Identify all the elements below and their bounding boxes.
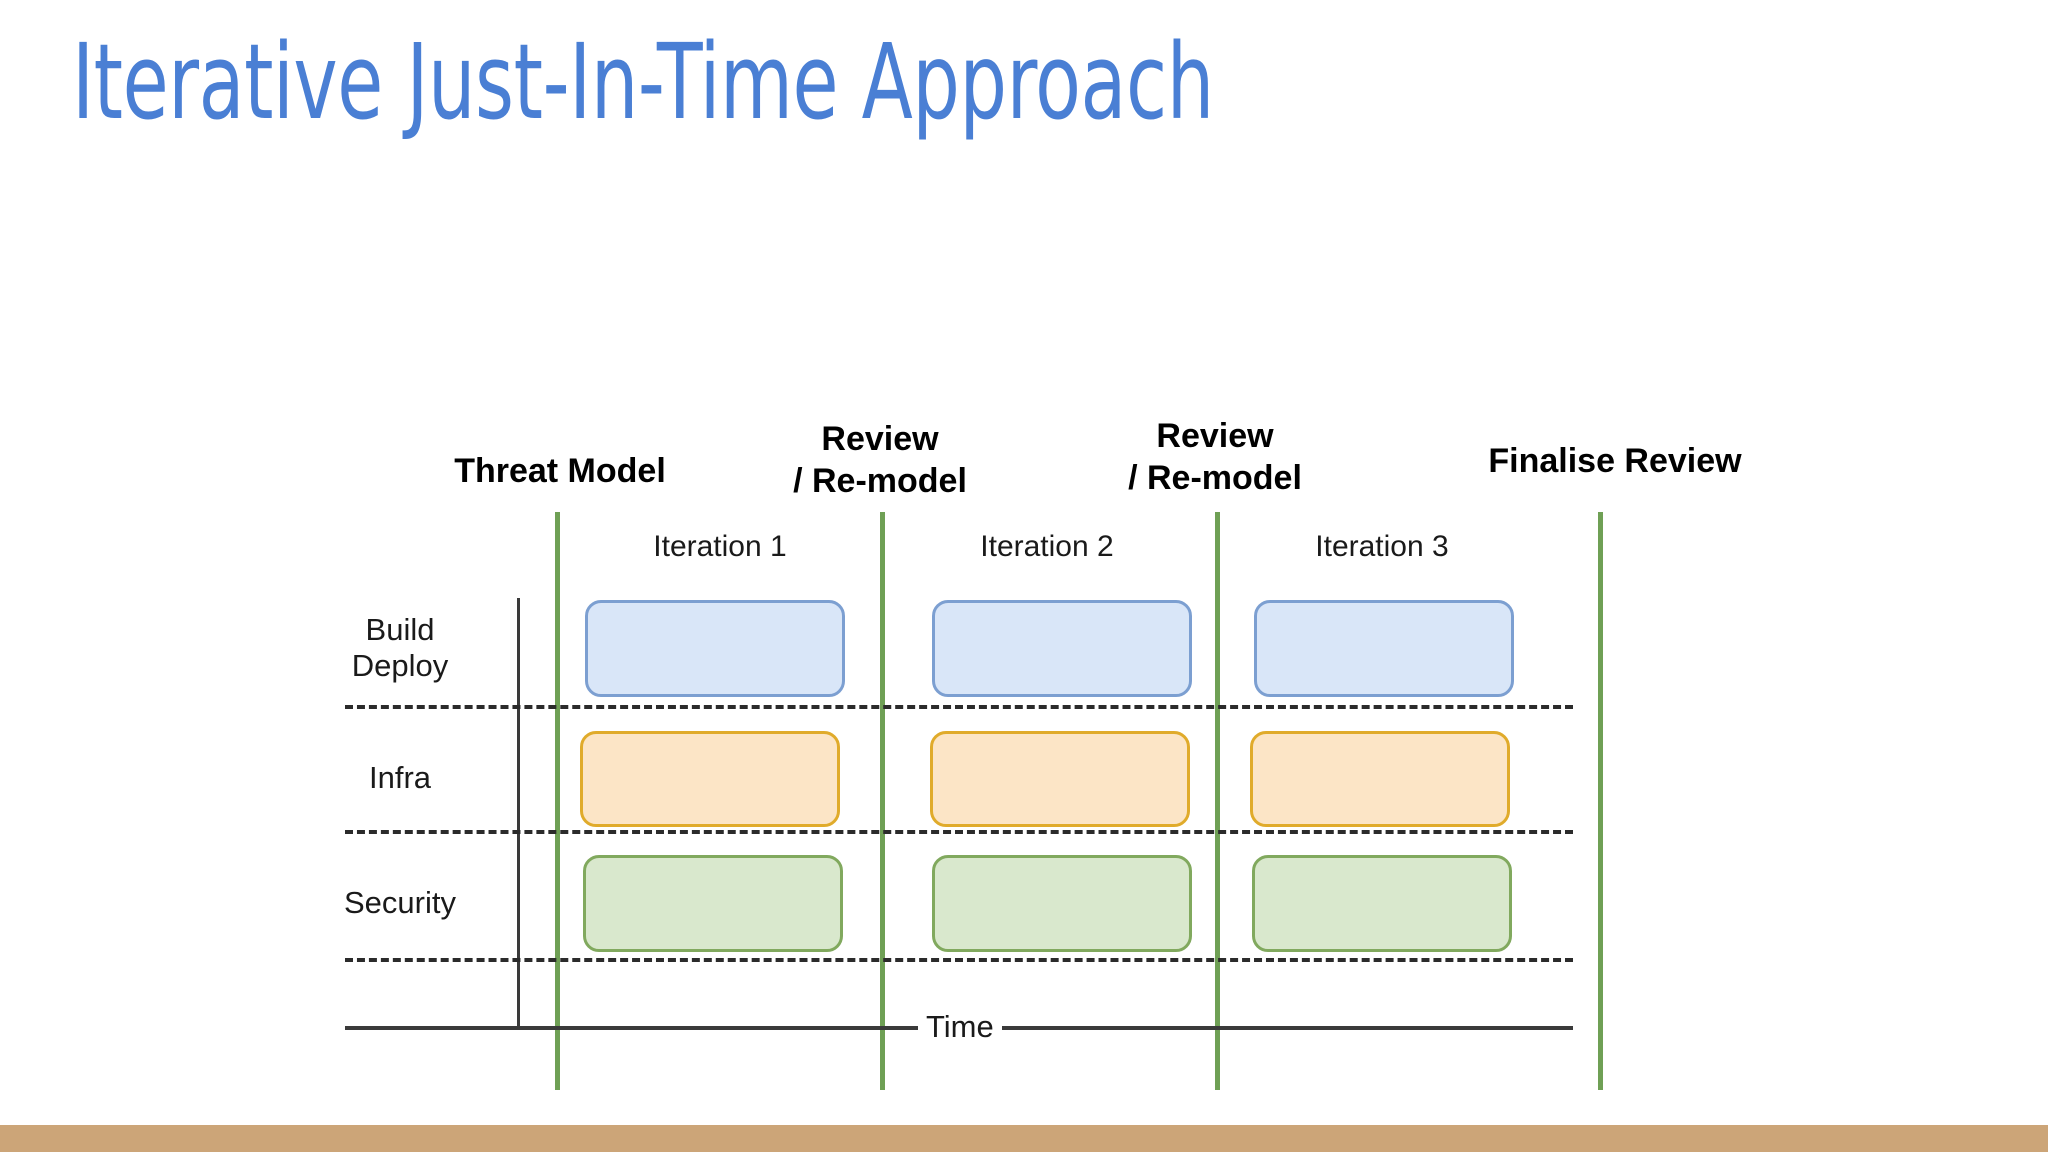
milestone-line-threat-model	[555, 512, 560, 1090]
activity-box-build-deploy-iteration-1[interactable]	[585, 600, 845, 697]
activity-box-security-iteration-1[interactable]	[583, 855, 843, 952]
row-divider-security-bottom	[345, 958, 1573, 962]
milestone-line-review-remodel-1	[880, 512, 885, 1090]
time-axis-label: Time	[918, 1005, 1002, 1049]
milestone-label-review-remodel-1: Review / Re-model	[793, 420, 967, 500]
activity-box-build-deploy-iteration-3[interactable]	[1254, 600, 1514, 697]
page-title: Iterative Just-In-Time Approach	[72, 21, 1214, 143]
milestone-label-threat-model: Threat Model	[454, 452, 666, 490]
milestone-label-review-remodel-2: Review / Re-model	[1128, 417, 1302, 497]
iteration-label-3: Iteration 3	[1315, 530, 1449, 563]
activity-box-security-iteration-2[interactable]	[932, 855, 1192, 952]
row-divider-infra-security	[345, 830, 1573, 834]
activity-box-infra-iteration-2[interactable]	[930, 731, 1190, 827]
activity-box-infra-iteration-3[interactable]	[1250, 731, 1510, 827]
row-label-build-deploy: Build Deploy	[351, 612, 449, 683]
milestone-line-review-remodel-2	[1215, 512, 1220, 1090]
activity-box-build-deploy-iteration-2[interactable]	[932, 600, 1192, 697]
category-axis-line	[517, 598, 520, 1030]
iteration-label-1: Iteration 1	[653, 530, 787, 563]
activity-box-infra-iteration-1[interactable]	[580, 731, 840, 827]
footer-accent-bar	[0, 1125, 2048, 1152]
milestone-line-finalise-review	[1598, 512, 1603, 1090]
activity-box-security-iteration-3[interactable]	[1252, 855, 1512, 952]
row-divider-build-infra	[345, 705, 1573, 709]
iteration-label-2: Iteration 2	[980, 530, 1114, 563]
row-label-infra: Infra	[368, 760, 432, 795]
milestone-label-finalise-review: Finalise Review	[1488, 442, 1742, 480]
row-label-security: Security	[344, 885, 456, 920]
